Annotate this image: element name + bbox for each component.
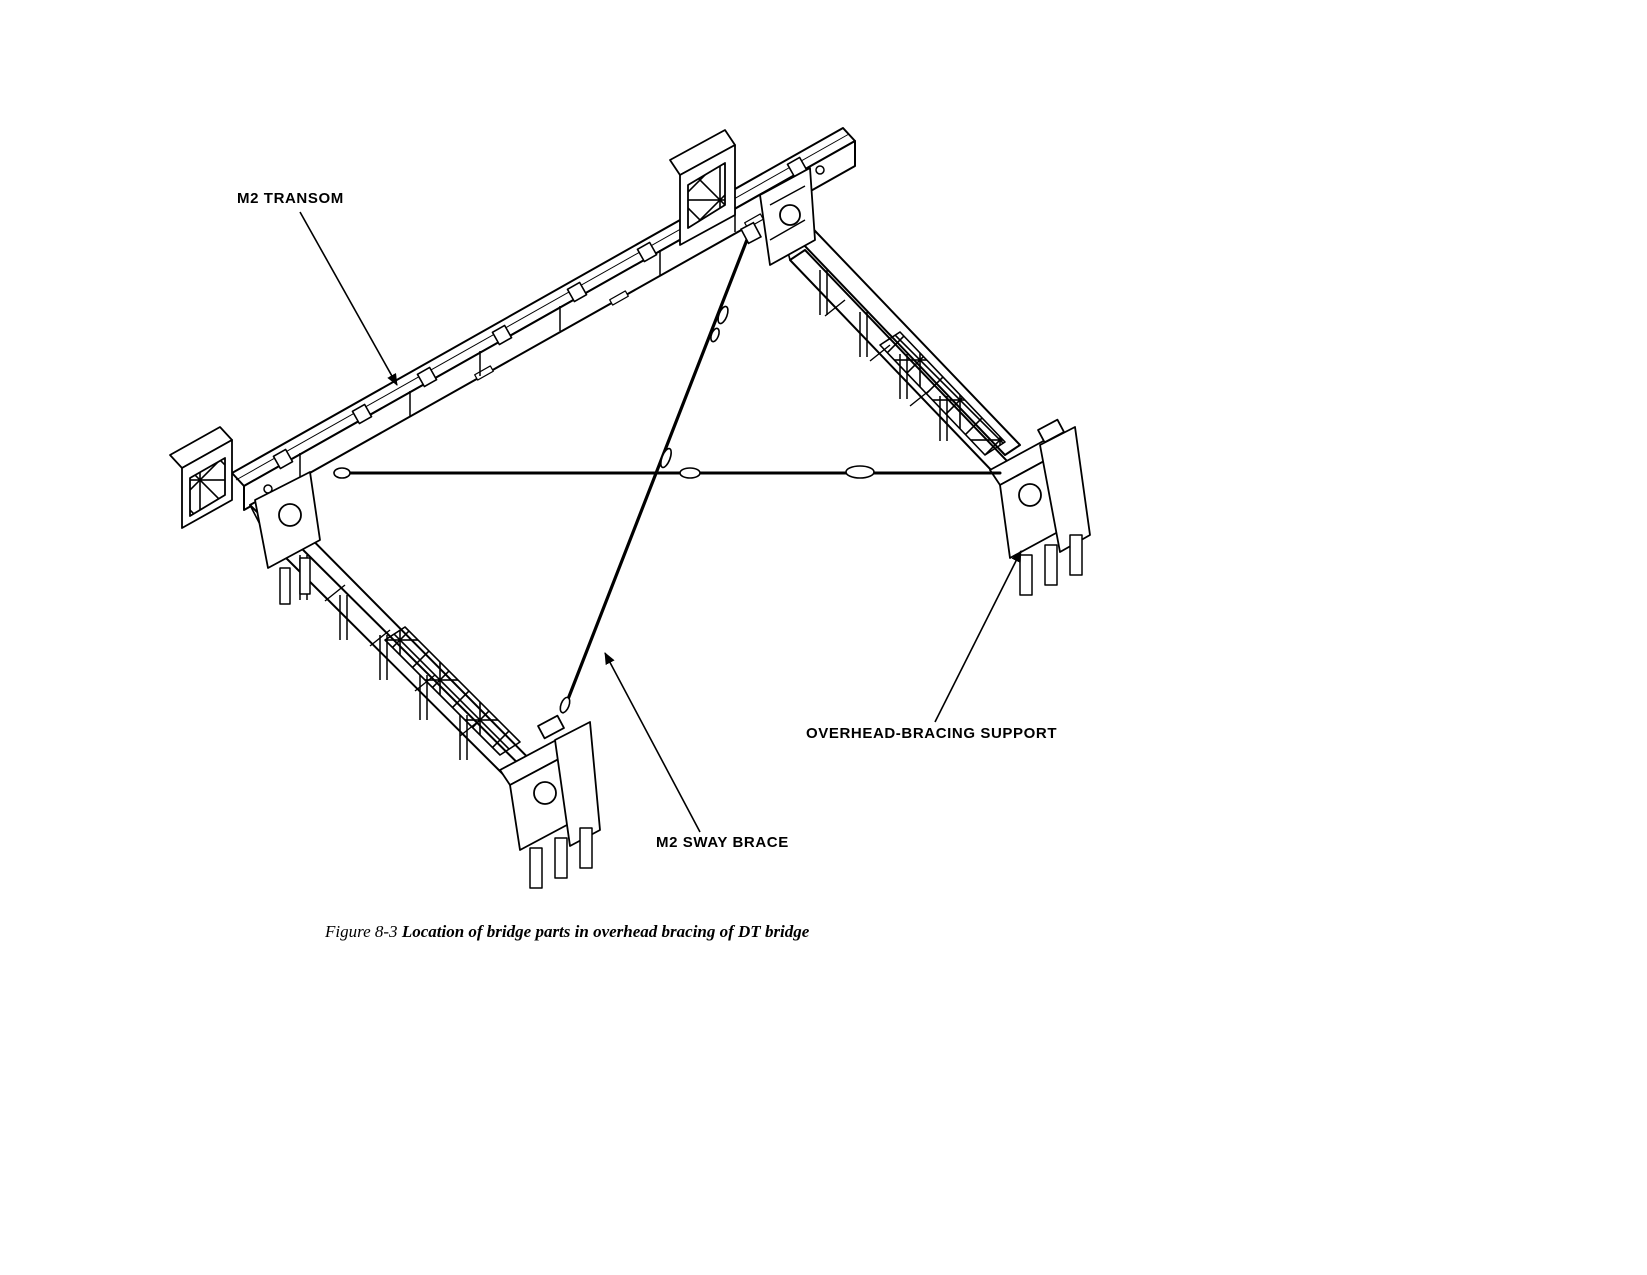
right-panel-truss: [779, 209, 1031, 496]
m2-sway-braces: [333, 221, 1002, 714]
left-bracing-support: [169, 426, 321, 605]
overhead-support-label: OVERHEAD-BRACING SUPPORT: [806, 725, 1058, 742]
sway-brace-label: M2 SWAY BRACE: [656, 834, 789, 851]
figure-caption: Figure 8-3 Location of bridge parts in o…: [325, 922, 809, 942]
m2-transom: [231, 127, 856, 511]
rear-bracing-support: [669, 129, 816, 266]
front-left-bracing-support: [499, 714, 601, 889]
sway-brace-leader: [604, 652, 701, 833]
transom-leader: [299, 211, 398, 386]
transom-label: M2 TRANSOM: [237, 190, 344, 207]
callout-arrows: [299, 211, 1022, 833]
support-leader: [934, 550, 1022, 723]
front-right-bracing-support: [989, 418, 1091, 596]
figure-number: Figure 8-3: [325, 922, 398, 941]
figure-caption-text: Location of bridge parts in overhead bra…: [401, 922, 810, 941]
